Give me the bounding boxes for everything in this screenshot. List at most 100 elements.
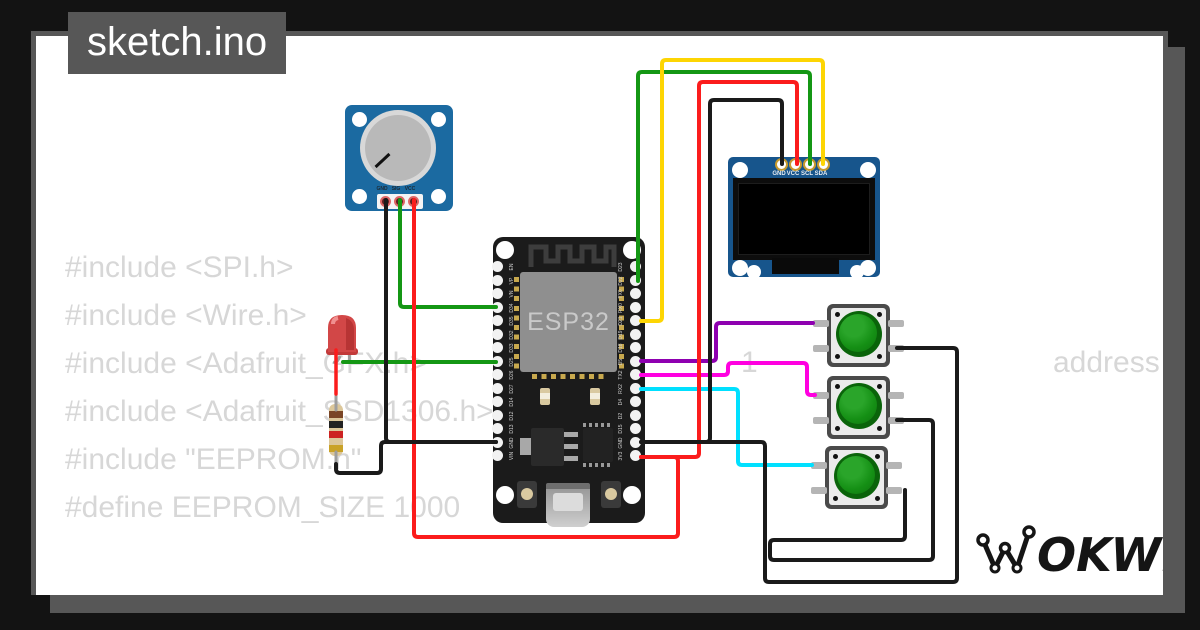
en-button[interactable] — [517, 481, 537, 508]
pushbutton-1[interactable] — [813, 304, 904, 367]
pin-row: D32 — [492, 328, 515, 340]
pin-row: 3V3 — [618, 450, 641, 461]
button-cap[interactable] — [839, 386, 877, 424]
pin-row: D2 — [618, 409, 641, 421]
pin[interactable] — [492, 328, 503, 340]
pin[interactable] — [630, 409, 641, 421]
pin[interactable] — [630, 261, 641, 272]
pin[interactable] — [492, 369, 503, 380]
pin[interactable] — [492, 355, 503, 367]
button-leg — [811, 487, 827, 494]
logo-node — [998, 541, 1012, 555]
mount-hole — [352, 189, 367, 204]
pin[interactable] — [492, 423, 503, 434]
code-line: #include "EEPROM.h" — [65, 443, 362, 476]
esp32-devkit-board[interactable]: ESP32 EN VP VN D34 — [492, 237, 645, 527]
pin[interactable] — [630, 369, 641, 380]
pin-label: VCC — [786, 171, 800, 177]
pin[interactable] — [803, 158, 816, 171]
pin[interactable] — [492, 288, 503, 299]
pin[interactable] — [630, 288, 641, 299]
button-pin-dot — [835, 354, 840, 359]
button-cap[interactable] — [839, 314, 877, 352]
pin[interactable] — [492, 315, 503, 326]
sketch-tab[interactable]: sketch.ino — [68, 12, 286, 74]
pin[interactable] — [380, 196, 391, 207]
pin-row: D5 — [618, 355, 641, 367]
pin-label: SIG — [391, 186, 401, 192]
pin[interactable] — [492, 436, 503, 448]
pin-row: RX2 — [618, 382, 641, 394]
pin[interactable] — [630, 423, 641, 434]
pin-row: RX0 — [618, 301, 641, 313]
pin[interactable] — [630, 342, 641, 353]
pin-row: D33 — [492, 342, 515, 353]
pin[interactable] — [630, 450, 641, 461]
button-pin-dot — [875, 496, 880, 501]
potentiometer-knob[interactable] — [365, 115, 431, 181]
button-pin-dot — [833, 454, 838, 459]
pin[interactable] — [394, 196, 405, 207]
pin[interactable] — [630, 436, 641, 448]
pin-row: D22 — [618, 274, 641, 286]
resistor-band-brown — [329, 411, 343, 418]
pin[interactable] — [630, 355, 641, 367]
esp32-module-chip: ESP32 — [520, 272, 617, 372]
led-highlight — [331, 316, 339, 325]
pin-row: D27 — [492, 382, 515, 394]
pin[interactable] — [492, 261, 503, 272]
mount-hole — [860, 260, 876, 276]
pin-label: 3V3 — [618, 451, 624, 461]
pin[interactable] — [492, 409, 503, 421]
pin[interactable] — [492, 342, 503, 353]
pin[interactable] — [775, 158, 788, 171]
button-cap[interactable] — [837, 456, 875, 494]
pin[interactable] — [492, 301, 503, 313]
pushbutton-2[interactable] — [813, 376, 904, 439]
button-pin-dot — [835, 384, 840, 389]
pin[interactable] — [630, 315, 641, 326]
pin[interactable] — [789, 158, 802, 171]
led-leg — [332, 355, 342, 364]
resistor[interactable] — [329, 404, 343, 456]
button-pin-dot — [835, 312, 840, 317]
code-fragment: address — [1053, 346, 1160, 379]
oled-pin-header — [775, 158, 830, 171]
capacitor — [590, 388, 600, 405]
mount-hole — [431, 112, 446, 127]
pin[interactable] — [630, 274, 641, 286]
pin-row: TX2 — [618, 369, 641, 380]
logo-node — [1022, 525, 1036, 539]
wire-d5-button1[interactable] — [639, 321, 815, 363]
wire-rx2-button3[interactable] — [639, 387, 814, 467]
pin-label: GND — [376, 186, 388, 192]
pin[interactable] — [492, 450, 503, 461]
pin[interactable] — [630, 396, 641, 407]
pin-row: D23 — [618, 261, 641, 272]
pin[interactable] — [492, 274, 503, 286]
pin[interactable] — [630, 328, 641, 340]
pin[interactable] — [817, 158, 830, 171]
pin[interactable] — [630, 382, 641, 394]
pin[interactable] — [492, 382, 503, 394]
pin[interactable] — [408, 196, 419, 207]
pushbutton-3[interactable] — [811, 446, 902, 509]
boot-button[interactable] — [601, 481, 621, 508]
pin[interactable] — [492, 396, 503, 407]
button-pin-dot — [877, 312, 882, 317]
pin-row: D34 — [492, 301, 515, 313]
wire-tx2-button2[interactable] — [639, 361, 817, 397]
oled-screen-glass — [738, 183, 870, 255]
pin-row: D4 — [618, 396, 641, 407]
regulator-leg — [564, 444, 578, 449]
red-led[interactable] — [324, 312, 364, 374]
button-pin-dot — [877, 384, 882, 389]
button-cap — [521, 488, 533, 500]
wire-gnd-button1[interactable] — [639, 346, 959, 584]
code-background-bottom: #define SW1 5#define SW2 17 — [65, 532, 278, 595]
resistor-band-black — [329, 421, 343, 428]
pin[interactable] — [630, 301, 641, 313]
mount-hole — [732, 260, 748, 276]
